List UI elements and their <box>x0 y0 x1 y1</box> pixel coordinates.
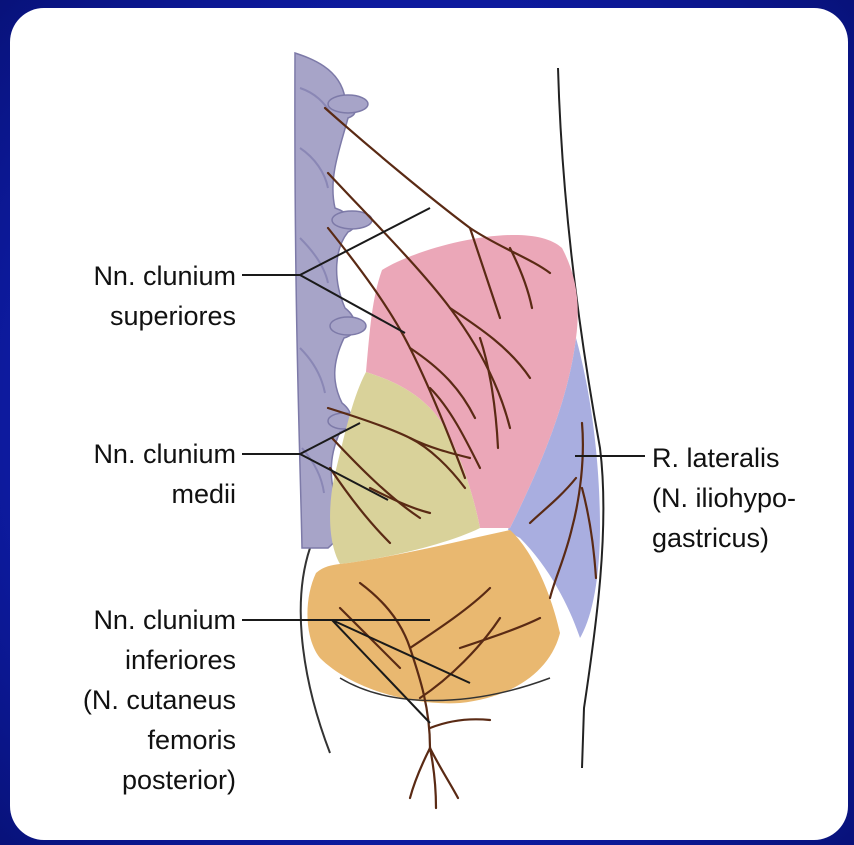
label-nn-clunium-superiores: Nn. clunium superiores <box>40 256 236 336</box>
label-line: R. lateralis <box>652 438 842 478</box>
label-line: medii <box>40 474 236 514</box>
label-line: (N. iliohypo- <box>652 478 842 518</box>
label-nn-clunium-medii: Nn. clunium medii <box>40 434 236 514</box>
label-line: superiores <box>40 296 236 336</box>
diagram-card: Nn. clunium superiores Nn. clunium medii… <box>10 8 848 840</box>
label-line: Nn. clunium <box>40 600 236 640</box>
label-line: Nn. clunium <box>40 434 236 474</box>
label-nn-clunium-inferiores: Nn. clunium inferiores (N. cutaneus femo… <box>40 600 236 800</box>
label-r-lateralis: R. lateralis (N. iliohypo- gastricus) <box>652 438 842 558</box>
label-line: femoris <box>40 720 236 760</box>
label-line: inferiores <box>40 640 236 680</box>
label-line: Nn. clunium <box>40 256 236 296</box>
label-line: gastricus) <box>652 518 842 558</box>
label-line: posterior) <box>40 760 236 800</box>
label-line: (N. cutaneus <box>40 680 236 720</box>
